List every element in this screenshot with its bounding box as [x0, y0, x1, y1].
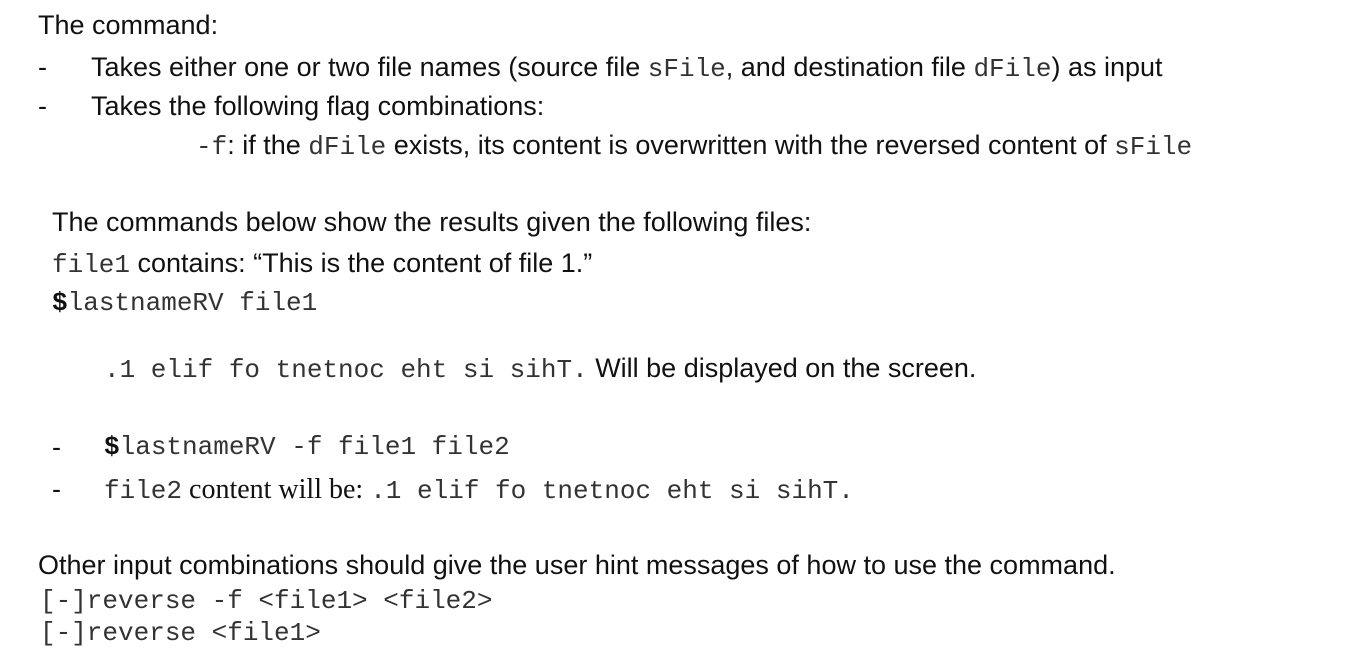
code-dfile: dFile	[973, 54, 1052, 84]
command-heading: The command:	[38, 10, 219, 40]
flag-text: : if the	[227, 130, 309, 160]
command-example-2: $lastnameRV -f file1 file2	[104, 430, 510, 464]
bullet-dash: -	[38, 91, 47, 121]
usage-line-2: [-]reverse <file1>	[40, 618, 321, 648]
usage-heading: Other input combinations should give the…	[38, 550, 1116, 580]
reversed-output: .1 elif fo tnetnoc eht si sihT.	[104, 355, 588, 385]
bullet-file-names: Takes either one or two file names (sour…	[91, 50, 1163, 86]
file1-contents: file1 contains: “This is the content of …	[52, 246, 592, 282]
command-example-1: $lastnameRV file1	[52, 286, 317, 320]
code-dfile: dFile	[308, 132, 387, 162]
bullet-flag-combinations: Takes the following flag combinations:	[91, 91, 545, 121]
code-file2: file2	[104, 476, 183, 506]
bullet-text: ) as input	[1051, 52, 1163, 82]
usage-line-1: [-]reverse -f <file1> <file2>	[40, 586, 493, 616]
reversed-output: .1 elif fo tnetnoc eht si sihT.	[370, 476, 854, 506]
bullet-dash: -	[38, 52, 47, 82]
prompt-symbol: $	[52, 288, 68, 318]
code-flag-f: -f	[196, 132, 228, 162]
command-text: lastnameRV file1	[67, 288, 318, 318]
bullet-dash: -	[52, 474, 61, 504]
command-text: lastnameRV -f file1 file2	[119, 432, 510, 462]
file2-content: file2 content will be: .1 elif fo tnetno…	[104, 472, 854, 508]
file1-text: contains: “This is the content of file 1…	[130, 248, 593, 278]
bullet-text: Takes either one or two file names (sour…	[91, 52, 648, 82]
prompt-symbol: $	[104, 432, 120, 462]
content-text: content will be:	[182, 474, 371, 505]
output-example-1: .1 elif fo tnetnoc eht si sihT. Will be …	[104, 351, 976, 387]
bullet-text: , and destination file	[725, 52, 974, 82]
flag-f-description: -f: if the dFile exists, its content is …	[196, 128, 1192, 164]
code-sfile: sFile	[647, 54, 726, 84]
output-text: Will be displayed on the screen.	[587, 353, 977, 383]
bullet-dash: -	[52, 432, 61, 462]
flag-text: exists, its content is overwritten with …	[386, 130, 1115, 160]
examples-heading: The commands below show the results give…	[52, 207, 812, 237]
code-file1: file1	[52, 250, 131, 280]
code-sfile: sFile	[1114, 132, 1193, 162]
